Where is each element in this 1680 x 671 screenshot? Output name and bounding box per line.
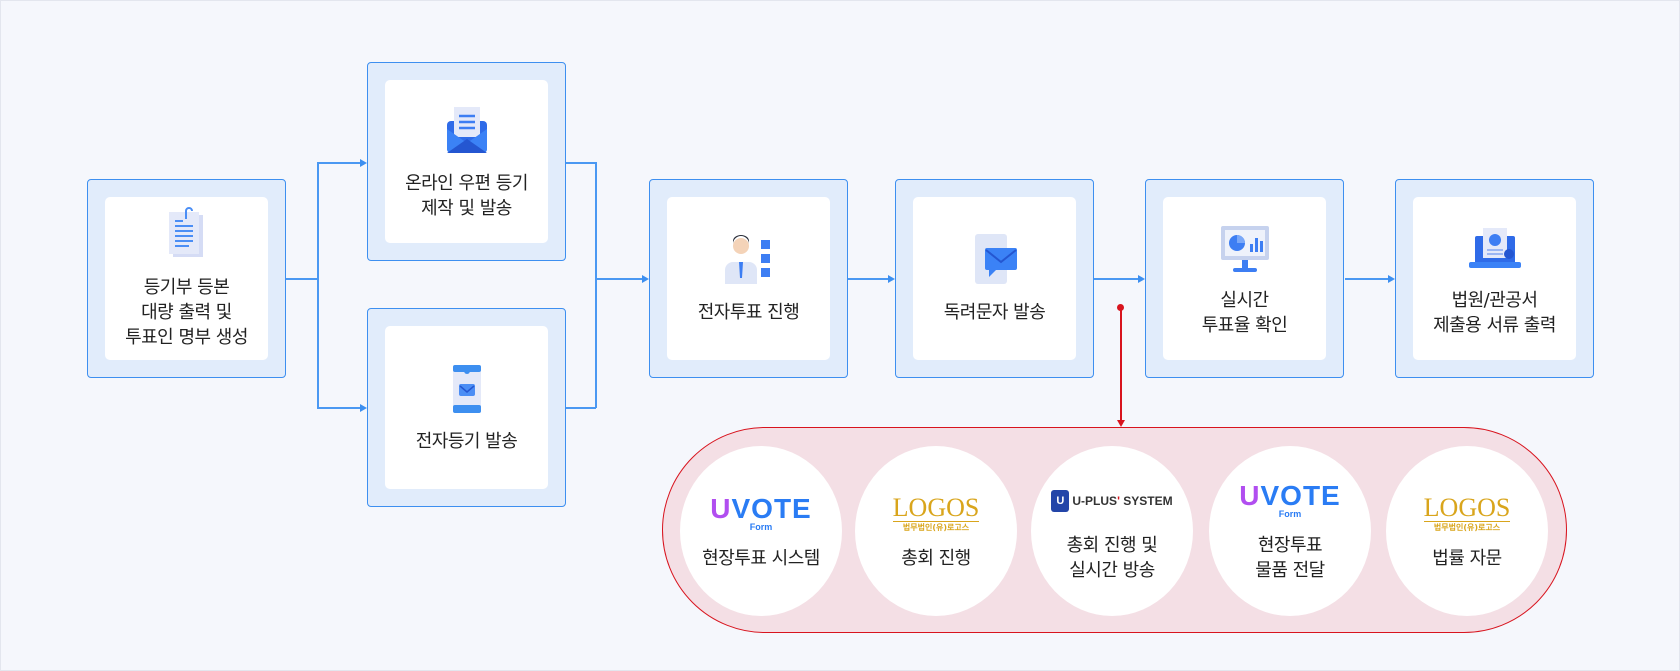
connector [1094, 278, 1138, 280]
partner-label: 총회 진행 및 실시간 방송 [1066, 535, 1158, 581]
arrow-head [360, 404, 367, 412]
monitor-chart-icon [1220, 225, 1269, 272]
document-icon [168, 207, 203, 257]
red-connector [1120, 307, 1122, 421]
laptop-certificate-icon [1468, 227, 1521, 268]
connector [595, 278, 642, 280]
red-arrow-head [1117, 420, 1125, 427]
step-turnout-check: 실시간 투표율 확인 [1145, 179, 1344, 378]
partner-label: 법률 자문 [1432, 547, 1502, 569]
step-registry-print: 등기부 등본 대량 출력 및 투표인 명부 생성 [87, 179, 286, 378]
step-label: 온라인 우편 등기 제작 및 발송 [405, 172, 528, 219]
connector [566, 407, 596, 409]
step-court-documents: 법원/관공서 제출용 서류 출력 [1395, 179, 1594, 378]
step-e-voting: 전자투표 진행 [649, 179, 848, 378]
connector [285, 278, 317, 280]
mail-envelope-icon [446, 106, 487, 153]
step-label: 전자등기 발송 [415, 431, 518, 452]
connector [317, 162, 361, 164]
arrow-head [642, 275, 649, 283]
step-label: 전자투표 진행 [697, 302, 800, 323]
arrow-head [360, 159, 367, 167]
connector [566, 162, 596, 164]
connector [595, 162, 597, 408]
arrow-head [1388, 275, 1395, 283]
step-reminder-sms: 독려문자 발송 [895, 179, 1094, 378]
step-electronic-mail: 전자등기 발송 [367, 308, 566, 507]
person-checklist-icon [724, 235, 770, 284]
connector [317, 407, 361, 409]
partner-label: 총회 진행 [901, 547, 971, 569]
partner-label: 현장투표 물품 전달 [1255, 535, 1325, 581]
mobile-mail-icon [452, 365, 481, 413]
partner-label: 현장투표 시스템 [702, 547, 820, 569]
step-label: 법원/관공서 제출용 서류 출력 [1433, 289, 1556, 336]
arrow-head [888, 275, 895, 283]
connector [1345, 278, 1388, 280]
arrow-head [1138, 275, 1145, 283]
connector [317, 162, 319, 408]
step-label: 독려문자 발송 [943, 302, 1046, 323]
connector [847, 278, 888, 280]
step-online-mail: 온라인 우편 등기 제작 및 발송 [367, 62, 566, 261]
tablet-message-icon [974, 234, 1017, 284]
step-label: 등기부 등본 대량 출력 및 투표인 명부 생성 [125, 277, 248, 348]
step-label: 실시간 투표율 확인 [1201, 289, 1288, 336]
